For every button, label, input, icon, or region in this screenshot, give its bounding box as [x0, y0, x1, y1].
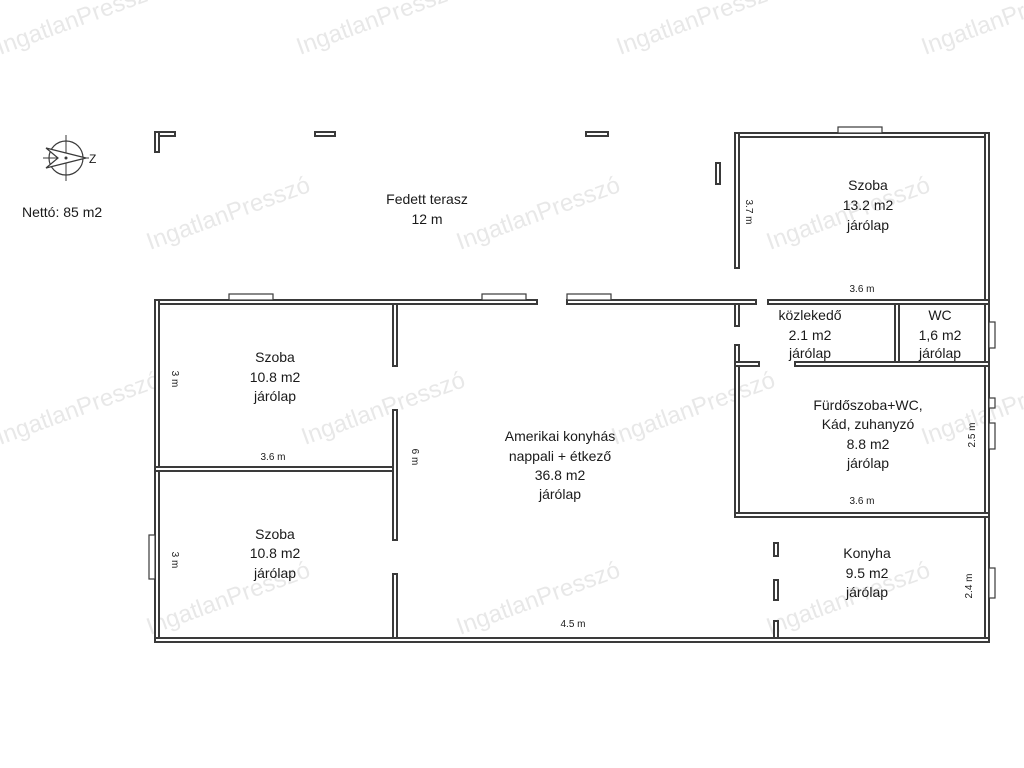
room-area: 1,6 m2	[919, 327, 962, 343]
watermark: IngatlanPresszó	[918, 0, 1024, 61]
room-floor: járólap	[788, 345, 831, 361]
dimension-label: 3.6 m	[260, 452, 285, 463]
room-kitchen: Konyha 9.5 m2 járólap	[843, 545, 891, 600]
room-label-line2: nappali + étkező	[509, 448, 612, 464]
room-floor: járólap	[253, 388, 296, 404]
room-area: 13.2 m2	[843, 197, 894, 213]
room-label: Konyha	[843, 545, 891, 561]
dimension-label: 4.5 m	[560, 619, 585, 630]
dimension-label: 3.7 m	[743, 199, 754, 224]
terrace-outline	[154, 131, 721, 185]
dimension-label: 3 m	[169, 371, 180, 388]
room-label: Fedett terasz	[386, 191, 468, 207]
room-area: 9.5 m2	[846, 565, 889, 581]
room-label: Szoba	[255, 526, 295, 542]
room-living: Amerikai konyhás nappali + étkező 36.8 m…	[505, 428, 616, 502]
windows	[148, 126, 996, 599]
watermark: IngatlanPresszó	[453, 171, 624, 255]
watermark: IngatlanPresszó	[0, 366, 164, 450]
room-area: 36.8 m2	[535, 467, 586, 483]
room-label: Szoba	[848, 177, 888, 193]
room-floor: járólap	[253, 565, 296, 581]
room-floor: járólap	[845, 584, 888, 600]
room-bedroom-top-right: Szoba 13.2 m2 járólap	[843, 177, 894, 233]
dimension-label: 3.6 m	[849, 496, 874, 507]
room-floor: járólap	[538, 486, 581, 502]
room-floor: járólap	[918, 345, 961, 361]
walls	[154, 132, 990, 643]
compass-letter: Z	[89, 152, 96, 166]
dimension-label: 3.6 m	[849, 284, 874, 295]
room-label: Amerikai konyhás	[505, 428, 616, 444]
room-area: 10.8 m2	[250, 369, 301, 385]
room-bathroom: Fürdőszoba+WC, Kád, zuhanyzó 8.8 m2 járó…	[813, 397, 922, 471]
watermark: IngatlanPresszó	[143, 171, 314, 255]
room-label: WC	[928, 307, 951, 323]
dimension-label: 6 m	[409, 449, 420, 466]
dimension-label: 2.4 m	[964, 573, 975, 598]
room-label: Fürdőszoba+WC,	[813, 397, 922, 413]
room-label: közlekedő	[778, 307, 841, 323]
watermark: IngatlanPresszó	[293, 0, 464, 61]
room-bedroom-left-top: Szoba 10.8 m2 járólap	[250, 349, 301, 404]
compass-icon	[43, 135, 89, 181]
room-area: 10.8 m2	[250, 545, 301, 561]
room-area: 12 m	[411, 211, 442, 227]
room-wc: WC 1,6 m2 járólap	[918, 307, 962, 361]
watermark: IngatlanPresszó	[453, 556, 624, 640]
dimension-label: 2.5 m	[967, 422, 978, 447]
room-floor: járólap	[846, 217, 889, 233]
watermark: IngatlanPresszó	[0, 0, 164, 61]
watermark: IngatlanPresszó	[298, 366, 469, 450]
room-terrace: Fedett terasz 12 m	[386, 191, 468, 227]
room-area: 2.1 m2	[789, 327, 832, 343]
room-label: Szoba	[255, 349, 295, 365]
dimensions: 3.7 m 3.6 m 3 m 3.6 m 6 m 3 m 4.5 m 2.5 …	[169, 199, 978, 630]
room-bedroom-left-bottom: Szoba 10.8 m2 járólap	[250, 526, 301, 581]
dimension-label: 3 m	[169, 552, 180, 569]
room-label-line2: Kád, zuhanyzó	[822, 416, 915, 432]
room-area: 8.8 m2	[847, 436, 890, 452]
room-hallway: közlekedő 2.1 m2 járólap	[778, 307, 841, 361]
watermark: IngatlanPresszó	[613, 0, 784, 61]
net-area: Nettó: 85 m2	[22, 204, 102, 220]
watermark: IngatlanPresszó	[608, 366, 779, 450]
room-floor: járólap	[846, 455, 889, 471]
